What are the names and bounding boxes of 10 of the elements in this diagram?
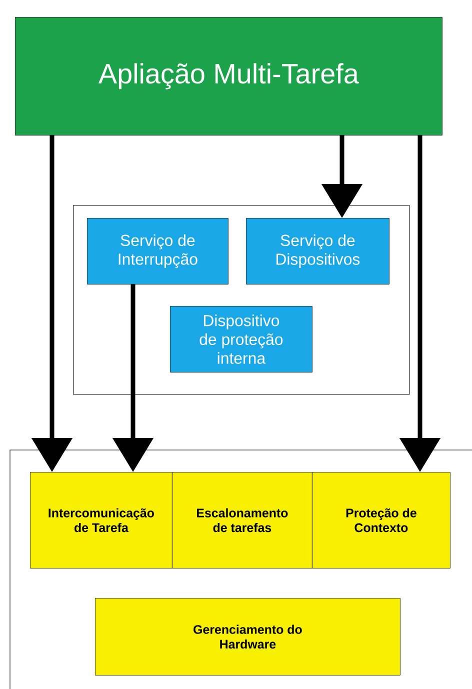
title-box: Apliação Multi-Tarefa [15, 17, 442, 136]
group-frame [73, 205, 410, 395]
service-box: Serviço de Dispositivos [246, 218, 390, 284]
module-box: Intercomunicação de Tarefa [30, 472, 172, 568]
module-box: Gerenciamento do Hardware [95, 598, 400, 676]
kernel-frame [10, 450, 472, 689]
module-box: Escalonamento de tarefas [172, 472, 312, 568]
module-box: Proteção de Contexto [312, 472, 450, 568]
service-box: Serviço de Interrupção [87, 218, 228, 284]
service-box: Dispositivo de proteção interna [170, 306, 312, 372]
